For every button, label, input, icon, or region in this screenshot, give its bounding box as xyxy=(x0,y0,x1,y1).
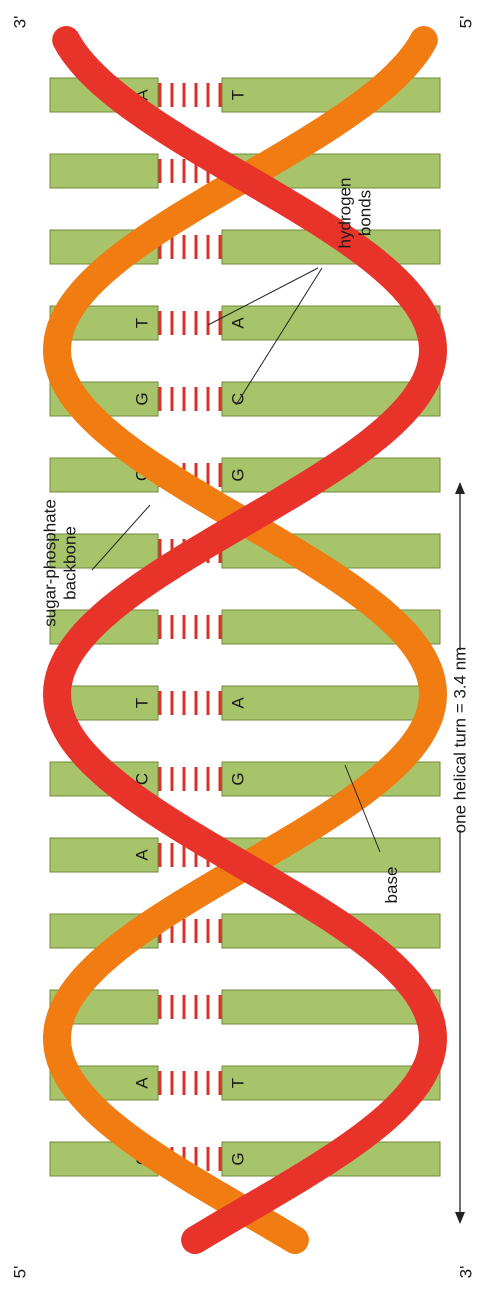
base-letter-right: A xyxy=(229,697,248,709)
base-letter-right: G xyxy=(229,468,248,481)
backbone-callout-line2: backbone xyxy=(60,499,80,627)
hydrogen-bonds-callout-line2: bonds xyxy=(355,178,375,249)
base-letter-right: G xyxy=(229,1152,248,1165)
base-letter-left: T xyxy=(133,698,152,708)
end-label-bottom-right: 3' xyxy=(458,1266,475,1279)
backbone-callout: sugar-phosphate backbone xyxy=(40,499,79,627)
end-label-top-left: 3' xyxy=(12,16,29,29)
base-letter-right: T xyxy=(229,1078,248,1088)
hydrogen-bonds-callout-line1: hydrogen xyxy=(335,178,355,249)
base-letter-left: A xyxy=(133,849,152,861)
base-letter-left: G xyxy=(133,392,152,405)
base-left xyxy=(50,154,158,188)
base-letter-left: A xyxy=(133,1077,152,1089)
base-letter-right: C xyxy=(229,393,248,405)
end-label-bottom-left: 5' xyxy=(12,1266,29,1279)
helical-turn-label: one helical turn = 3.4 nm xyxy=(452,647,469,834)
base-letter-right: G xyxy=(229,772,248,785)
base-pair xyxy=(50,990,440,1024)
helical-turn-scale xyxy=(455,482,465,1224)
base-callout: base xyxy=(382,867,402,904)
base-letter-right: T xyxy=(229,90,248,100)
scale-arrow-up xyxy=(455,482,465,494)
backbone-callout-line1: sugar-phosphate xyxy=(40,499,60,627)
end-label-top-right: 5' xyxy=(458,16,475,29)
hydrogen-bonds-callout: hydrogen bonds xyxy=(335,178,374,249)
base-letter-right: A xyxy=(229,317,248,329)
base-right xyxy=(222,686,440,720)
scale-arrow-down xyxy=(455,1212,465,1224)
base-letter-left: T xyxy=(133,318,152,328)
